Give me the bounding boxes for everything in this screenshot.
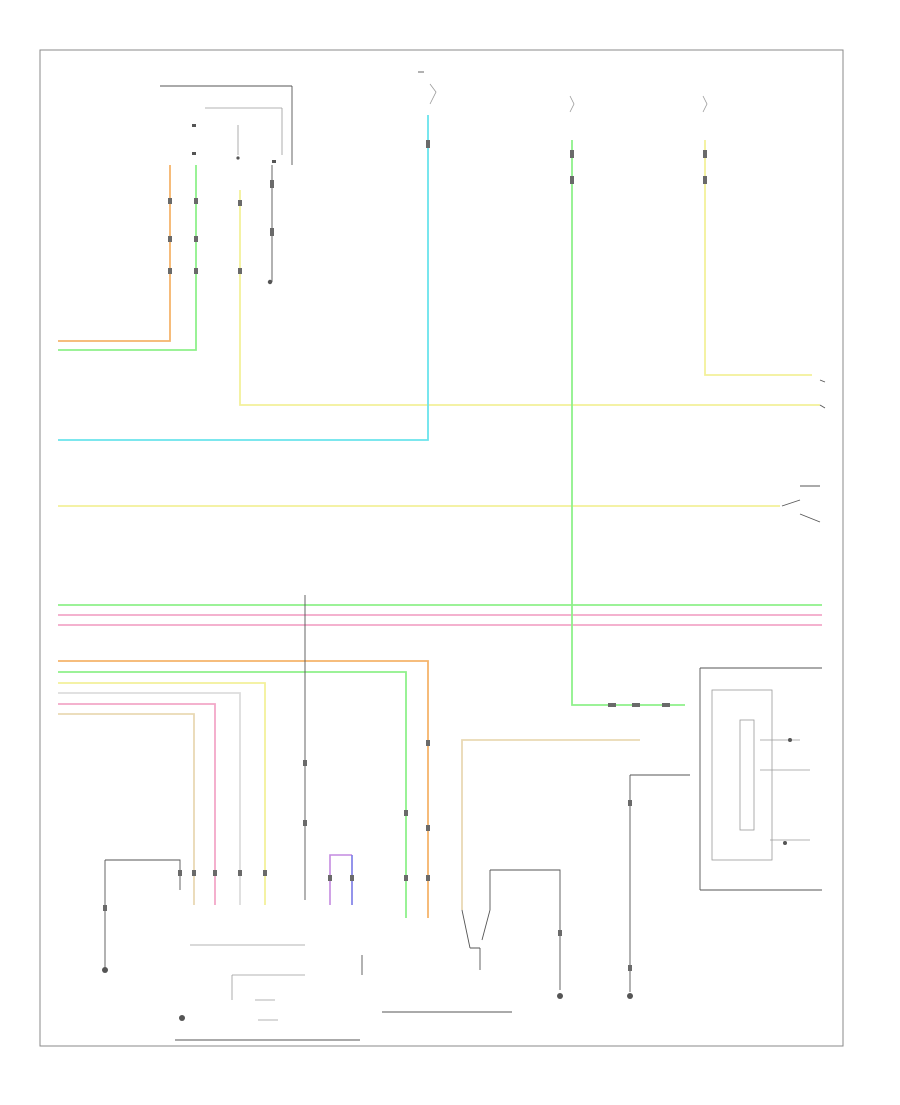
switch-contact — [236, 156, 240, 160]
top-right-component-2 — [702, 95, 708, 113]
wire-black — [490, 869, 561, 990]
lower-right-module — [699, 667, 822, 891]
lower-center-switch — [361, 870, 512, 1013]
top-center-component — [418, 71, 437, 105]
module-box — [711, 689, 773, 861]
module-inner — [739, 719, 755, 831]
wire-violet — [329, 854, 352, 905]
ground-icon — [102, 967, 108, 973]
wire-white — [58, 692, 241, 905]
connector-markers — [103, 140, 707, 971]
ground-symbols — [102, 967, 633, 1021]
pin-marker — [192, 124, 196, 127]
thin-wire-group — [104, 165, 690, 992]
wire-green — [58, 165, 197, 351]
module-terminal — [788, 738, 792, 742]
switch-symbol — [461, 909, 481, 970]
diagram-frame — [39, 49, 844, 1047]
wire-yellow — [239, 190, 820, 406]
wire-tan — [461, 739, 640, 910]
fuse-symbol — [569, 95, 575, 113]
connector-wires — [329, 854, 353, 905]
right-wire-stubs — [819, 379, 826, 409]
unit-lines — [255, 999, 278, 1021]
ground-point — [267, 279, 273, 285]
ground-icon — [179, 1015, 185, 1021]
switch-symbol — [481, 870, 491, 941]
ground-icon — [557, 993, 563, 999]
top-right-component-1 — [569, 95, 575, 113]
wire-tan — [58, 713, 195, 905]
wire-green — [571, 140, 685, 706]
wire-black — [105, 859, 181, 890]
fuse-symbol — [702, 95, 708, 113]
ground-icon — [627, 993, 633, 999]
wire-yellow — [704, 140, 812, 376]
pin-marker — [272, 160, 276, 163]
wire-cyan — [58, 115, 429, 441]
pin-marker — [192, 152, 196, 155]
module-terminal — [783, 841, 787, 845]
switch-symbol — [429, 83, 437, 105]
right-middle-switch — [781, 485, 821, 523]
wire-orange — [58, 660, 429, 918]
wire-orange — [58, 165, 171, 342]
wire-pink — [58, 703, 216, 905]
wire-yellow — [58, 682, 266, 905]
lower-left-control-unit — [175, 944, 360, 1041]
wire-green — [58, 671, 407, 918]
switch-symbol — [781, 485, 821, 523]
top-left-component — [160, 85, 293, 285]
wire-group — [58, 115, 822, 918]
